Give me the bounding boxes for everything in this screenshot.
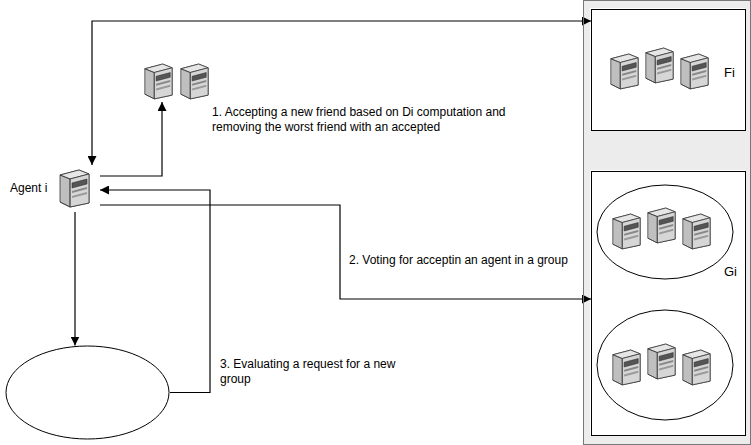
panel-ground: [583, 0, 751, 445]
ellipse-outline: [5, 345, 170, 440]
flow-arrow: [92, 21, 591, 165]
computer-icon: [683, 214, 710, 249]
box-ground: [590, 170, 745, 435]
flow-arrow: [100, 102, 162, 176]
computer-icon: [681, 54, 708, 89]
friend-candidates: [138, 60, 214, 102]
node-label: Fi: [724, 65, 735, 81]
agent-panel: FiGi: [583, 0, 751, 445]
friends-box: Fi: [591, 9, 746, 131]
flow-arrow: [100, 190, 210, 393]
computer-icon: [145, 64, 172, 99]
group-ellipse: [597, 185, 733, 279]
step-label: 2. Voting for acceptin an agent in a gro…: [347, 252, 576, 269]
computer-icon: [648, 208, 675, 243]
computer-icon: [60, 170, 89, 207]
step-label: 3. Evaluating a request for a new group: [218, 356, 422, 388]
groups-box: Gi: [591, 171, 746, 436]
flow-arrow: [100, 205, 591, 299]
request-ellipse: [5, 345, 170, 440]
box-ground: [590, 8, 745, 130]
computer-icon: [613, 214, 640, 249]
node-label: Gi: [724, 264, 737, 280]
ellipse-outline: [6, 346, 169, 439]
computer-icon: [611, 54, 638, 89]
computer-icon: [648, 344, 675, 379]
flow-arrow: [74, 212, 75, 346]
agent-node: Agent i: [8, 165, 100, 212]
group-ellipse: [597, 310, 733, 420]
computer-icon: [613, 350, 640, 385]
computer-icon: [683, 350, 710, 385]
computer-icon: [181, 64, 208, 99]
node-label: Agent i: [10, 181, 47, 195]
step-label: 1. Accepting a new friend based on Di co…: [210, 104, 514, 136]
computer-icon: [646, 48, 673, 83]
